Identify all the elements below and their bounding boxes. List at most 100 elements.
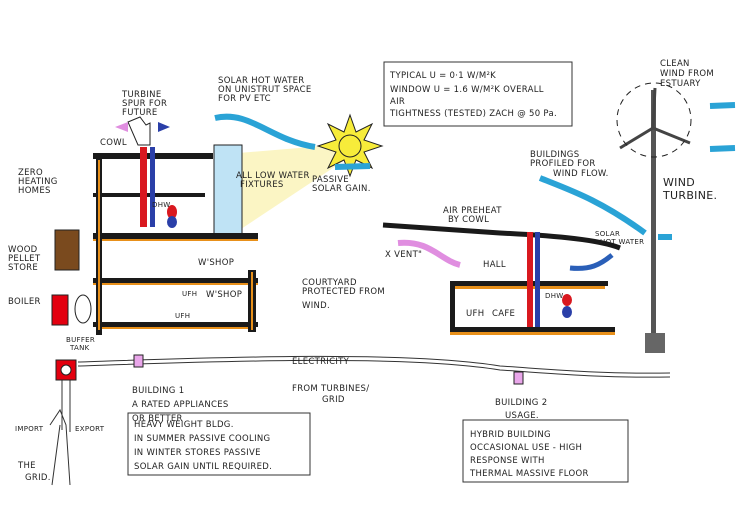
cross-vent-arrow [397, 239, 461, 268]
label-dhw: DHW [545, 292, 563, 300]
label-electricity: ELECTRICITY [292, 357, 350, 367]
label-ufh: UFH [466, 309, 484, 319]
import-export-arrows [61, 380, 71, 432]
label-the-grid: THE [17, 461, 36, 471]
note1-line: SOLAR GAIN UNTIL REQUIRED. [134, 462, 272, 472]
building-2 [382, 222, 621, 335]
buffer-tank-icon [74, 294, 92, 324]
label-from-turbines: GRID [322, 395, 345, 405]
wind-arrow [214, 113, 316, 150]
label-low-water: ALL LOW WATER [236, 171, 310, 181]
label-cafe: CAFE [492, 309, 515, 319]
label-buffer-tank: BUFFER [66, 336, 95, 344]
label-zero-heating: HOMES [18, 186, 51, 196]
spec-line: AIR [390, 97, 405, 107]
label-buffer-tank: TANK [69, 344, 90, 352]
note1-box [127, 412, 311, 476]
label-boiler: BOILER [8, 297, 41, 307]
note2-box [462, 419, 629, 483]
intake-arrow-icon [158, 122, 170, 132]
label-x-vent: X VENT" [385, 250, 422, 260]
label-building1: A RATED APPLIANCES [132, 400, 229, 410]
label-turbine-spur: FUTURE [122, 108, 158, 118]
cowl-icon [127, 116, 151, 146]
label-hall: HALL [483, 260, 506, 270]
extract-duct [150, 147, 155, 227]
label-wood-pellet: PELLET [8, 254, 41, 264]
label-cowl: COWL [100, 138, 127, 148]
label-passive-solar: SOLAR GAIN. [312, 184, 371, 194]
label-wind-turbine: TURBINE. [662, 189, 717, 202]
wind-arrow [334, 163, 371, 170]
label-clean-wind: ESTUARY [660, 79, 701, 89]
label-zero-heating: HEATING [18, 177, 58, 187]
note2-line: HYBRID BUILDING [470, 430, 551, 440]
pellet-store-icon [54, 229, 80, 271]
meter-dial-icon [60, 364, 72, 376]
building2-meter-icon [513, 371, 524, 385]
label-the-grid: GRID. [25, 473, 51, 483]
label-wind-turbine: WIND [663, 176, 695, 189]
building1-meter-icon [133, 354, 144, 368]
spec-line: TYPICAL U = 0·1 W/M²K [389, 71, 496, 81]
label-profiled: BUILDINGS [530, 150, 579, 160]
label-building2: BUILDING 2 [495, 398, 547, 408]
label-from-turbines: FROM TURBINES/ [292, 384, 369, 394]
fresh-air-arrow [569, 253, 614, 271]
label-clean-wind: CLEAN [660, 59, 690, 69]
note1-line: HEAVY WEIGHT BLDG. [134, 420, 234, 430]
note2-line: RESPONSE WITH [470, 456, 545, 466]
label-clean-wind: WIND FROM [660, 69, 714, 79]
sun-icon [316, 113, 384, 178]
label-courtyard: COURTYARD [302, 278, 357, 288]
wind-turbine-icon [616, 82, 692, 353]
label-zero-heating: ZERO [18, 168, 43, 178]
label-wshop: W'SHOP [198, 258, 234, 268]
label-wood-pellet: STORE [8, 263, 38, 273]
label-solar-hot-water: FOR PV ETC [218, 94, 271, 104]
sunspace-glazing [213, 144, 243, 238]
label-passive-solar: PASSIVE [312, 175, 349, 185]
label-solar-hot-water-2: HOT WATER [600, 238, 644, 246]
label-wshop: W'SHOP [206, 290, 242, 300]
label-turbine-spur: TURBINE [121, 90, 162, 100]
dhw-cylinder-icon [167, 205, 177, 219]
label-import: IMPORT [15, 425, 44, 433]
note1-line: IN WINTER STORES PASSIVE [134, 448, 261, 458]
label-ufh: UFH [182, 290, 197, 298]
electricity-line [61, 355, 671, 432]
wind-arrows [214, 102, 736, 240]
boiler-icon [51, 294, 69, 326]
spec-line: TIGHTNESS (TESTED) ZACH @ 50 Pa. [389, 109, 557, 119]
note1-line: IN SUMMER PASSIVE COOLING [134, 434, 270, 444]
pylon-icon [49, 408, 71, 486]
label-air-preheat: BY COWL [448, 215, 489, 225]
label-wood-pellet: WOOD [8, 245, 38, 255]
label-courtyard: PROTECTED FROM [302, 287, 385, 297]
building-1 [51, 116, 258, 335]
exhaust-arrow-icon [115, 122, 128, 132]
label-turbine-spur: SPUR FOR [122, 99, 167, 109]
label-export: EXPORT [75, 425, 105, 433]
label-solar-hot-water: SOLAR HOT WATER [218, 76, 304, 86]
label-profiled: WIND FLOW. [553, 169, 609, 179]
label-solar-hot-water-2: SOLAR [595, 230, 620, 238]
spec-line: WINDOW U = 1.6 W/M²K OVERALL [390, 85, 544, 95]
label-low-water: FIXTURES [240, 180, 284, 190]
solar-gain-wedge [215, 145, 345, 235]
label-solar-hot-water: ON UNISTRUT SPACE [218, 85, 312, 95]
label-courtyard: WIND. [302, 301, 330, 311]
supply-duct [140, 147, 147, 227]
wind-arrow [709, 145, 736, 152]
label-profiled: PROFILED FOR [530, 159, 596, 169]
label-building1: OR BETTER [132, 414, 183, 424]
label-building2: USAGE. [505, 411, 539, 421]
label-dhw: DHW [152, 201, 170, 209]
wind-arrow [538, 175, 647, 236]
note2-line: OCCASIONAL USE - HIGH [470, 443, 582, 453]
spec-box [383, 61, 573, 127]
note2-line: THERMAL MASSIVE FLOOR [469, 469, 589, 479]
wind-arrow [709, 102, 736, 109]
